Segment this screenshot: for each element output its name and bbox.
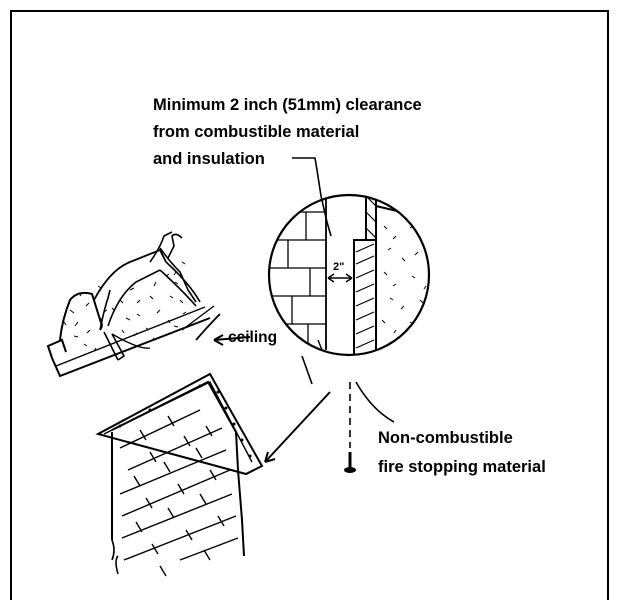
- clearance-label-line3: and insulation: [153, 150, 265, 168]
- detail-pointer-arrow: [264, 391, 331, 463]
- clearance-label-line1: Minimum 2 inch (51mm) clearance: [153, 96, 422, 114]
- clearance-leader: [292, 157, 332, 237]
- ceiling-label: ceiling: [228, 329, 277, 346]
- detail-pointer-line: [301, 355, 313, 385]
- nail-icon: [344, 452, 356, 473]
- fire-stop-label-line1: Non-combustible: [378, 429, 513, 447]
- fire-stop-label-line2: fire stopping material: [378, 458, 546, 476]
- diagram-border: [10, 10, 609, 600]
- masonry-chimney: [95, 372, 264, 577]
- clearance-label-line2: from combustible material: [153, 123, 359, 141]
- fire-stop-leader: [355, 381, 395, 423]
- detail-magnifier: 2": [267, 193, 431, 357]
- ceiling-arrow: [213, 334, 251, 346]
- dimension-label: 2": [333, 261, 344, 273]
- ceiling-insulation: [46, 231, 221, 378]
